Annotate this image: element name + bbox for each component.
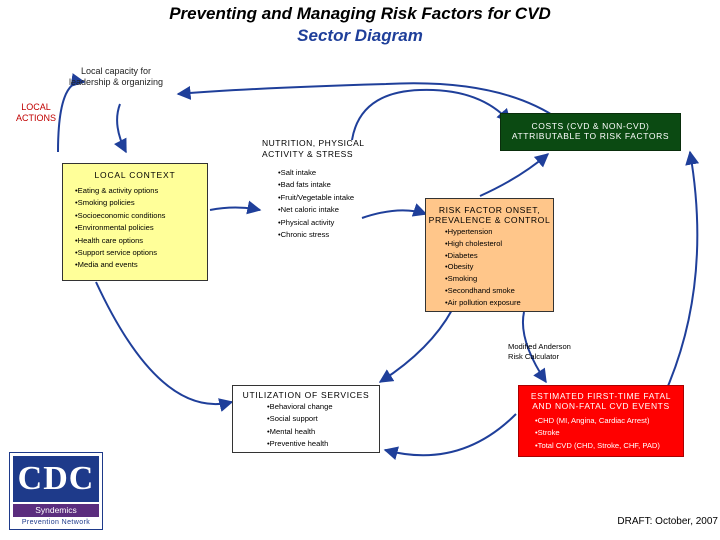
list-item: Smoking policies (75, 197, 207, 209)
nutrition-header: NUTRITION, PHYSICAL ACTIVITY & STRESS (262, 138, 365, 159)
risk-factor-list: Hypertension High cholesterol Diabetes O… (426, 226, 553, 309)
cdc-logo-mark: CDC (13, 456, 99, 502)
anderson-calculator-label: Modified Anderson Risk Calculator (508, 342, 571, 361)
arrow-capacity-to-context (113, 103, 127, 154)
utilization-box: UTILIZATION OF SERVICES Behavioral chang… (232, 385, 380, 453)
costs-box: COSTS (CVD & NON-CVD) ATTRIBUTABLE TO RI… (500, 113, 681, 151)
costs-header: COSTS (CVD & NON-CVD) ATTRIBUTABLE TO RI… (511, 121, 670, 141)
list-item: Diabetes (445, 250, 553, 262)
list-item: Health care options (75, 235, 207, 247)
list-item: Total CVD (CHD, Stroke, CHF, PAD) (535, 440, 683, 452)
list-item: CHD (MI, Angina, Cardiac Arrest) (535, 415, 683, 427)
cdc-logo: CDC Syndemics Prevention Network (9, 452, 103, 530)
arrow-events-to-costs (667, 150, 700, 387)
cdc-logo-text: CDC (17, 460, 95, 497)
events-list: CHD (MI, Angina, Cardiac Arrest) Stroke … (519, 415, 683, 452)
page-title: Preventing and Managing Risk Factors for… (169, 4, 551, 23)
nutrition-list: Salt intake Bad fats intake Fruit/Vegeta… (278, 167, 354, 241)
utilization-header: UTILIZATION OF SERVICES (242, 390, 370, 400)
list-item: Net caloric intake (278, 204, 354, 216)
list-item: Environmental policies (75, 222, 207, 234)
local-context-header: LOCAL CONTEXT (94, 170, 176, 180)
local-context-list: Eating & activity options Smoking polici… (63, 185, 207, 272)
local-actions-label: LOCAL ACTIONS (15, 102, 56, 123)
draft-date: DRAFT: October, 2007 (617, 516, 718, 527)
arrow-nutrition-to-risk (361, 203, 428, 219)
arrow-events-to-utilization (383, 413, 517, 461)
local-context-box: LOCAL CONTEXT Eating & activity options … (62, 163, 208, 281)
list-item: Chronic stress (278, 229, 354, 241)
list-item: Social support (267, 413, 379, 425)
list-item: Socioeconomic conditions (75, 210, 207, 222)
prevention-network-label: Prevention Network (21, 519, 91, 526)
arrow-risk-to-utilization (378, 309, 453, 383)
list-item: Media and events (75, 259, 207, 271)
list-item: Obesity (445, 261, 553, 273)
list-item: Preventive health (267, 438, 379, 450)
list-item: Air pollution exposure (445, 297, 553, 309)
arrow-context-to-nutrition (209, 200, 262, 215)
arrow-costs-to-capacity (176, 82, 561, 121)
risk-factor-header: RISK FACTOR ONSET, PREVALENCE & CONTROL (428, 205, 551, 225)
list-item: Stroke (535, 427, 683, 439)
list-item: Physical activity (278, 217, 354, 229)
arrow-nutrition-to-costs (351, 88, 511, 141)
arrow-risk-to-costs (479, 153, 550, 197)
list-item: Bad fats intake (278, 179, 354, 191)
list-item: Hypertension (445, 226, 553, 238)
risk-factor-box: RISK FACTOR ONSET, PREVALENCE & CONTROL … (425, 198, 554, 312)
list-item: Fruit/Vegetable intake (278, 192, 354, 204)
list-item: Behavioral change (267, 401, 379, 413)
list-item: Salt intake (278, 167, 354, 179)
list-item: High cholesterol (445, 238, 553, 250)
list-item: Smoking (445, 273, 553, 285)
utilization-list: Behavioral change Social support Mental … (233, 401, 379, 451)
page-subtitle: Sector Diagram (297, 26, 423, 45)
list-item: Support service options (75, 247, 207, 259)
syndemics-band: Syndemics (13, 504, 99, 517)
arrow-context-to-utilization (95, 281, 234, 412)
events-header: ESTIMATED FIRST-TIME FATAL AND NON-FATAL… (530, 391, 672, 411)
list-item: Eating & activity options (75, 185, 207, 197)
list-item: Secondhand smoke (445, 285, 553, 297)
events-box: ESTIMATED FIRST-TIME FATAL AND NON-FATAL… (518, 385, 684, 457)
arrow-context-to-capacity (57, 73, 86, 153)
local-capacity-label: Local capacity for leadership & organizi… (68, 66, 164, 87)
list-item: Mental health (267, 426, 379, 438)
arrow-risk-to-events (522, 311, 547, 384)
